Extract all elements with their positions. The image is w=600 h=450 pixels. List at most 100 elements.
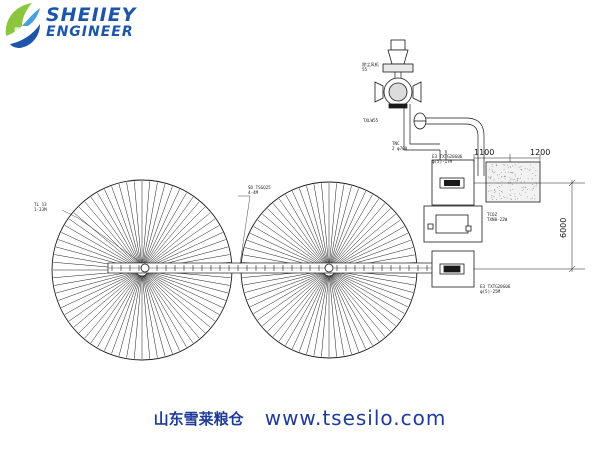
silo-left-spoke	[78, 274, 138, 334]
hatch-dot	[521, 173, 523, 175]
hatch-dot	[490, 176, 492, 178]
hatch-dot	[507, 164, 508, 166]
silo-right-spoke	[331, 275, 373, 346]
silo-right-spoke	[334, 271, 414, 293]
hatch-dot	[520, 177, 522, 179]
hatch-dot	[512, 172, 514, 173]
label-fan-motor: TXLW55	[363, 118, 379, 123]
hatch-dot	[508, 183, 510, 185]
dust-fan-top	[382, 39, 414, 73]
hatch-dot	[513, 178, 515, 180]
silo-right-spoke	[330, 275, 359, 352]
hatch-dot	[534, 198, 536, 200]
silo-left-spoke	[90, 196, 139, 266]
silo-left-spoke	[147, 270, 230, 286]
silo-right-spoke	[278, 274, 326, 342]
silo-right-spoke	[278, 198, 326, 266]
silo-left-spoke	[144, 192, 187, 265]
hatch-dot	[507, 171, 509, 173]
label-conveyor-top: E3 TXTG20G06	[432, 154, 463, 159]
silo-right-spoke	[299, 188, 328, 265]
silo-left-spoke	[73, 273, 138, 328]
hatch-dot	[524, 186, 526, 188]
silo-left-spoke	[142, 275, 151, 359]
silo-left-spoke	[144, 275, 187, 348]
label-box-mid-sub: TXN0-22W	[487, 217, 508, 222]
logo-mark: 雪莱	[5, 3, 40, 48]
hatch-dot	[510, 199, 512, 201]
hatch-dot	[510, 183, 512, 185]
hatch-dot	[524, 181, 526, 183]
label-box-mid: TCQZ	[487, 212, 498, 217]
dim-top-right: 1200	[530, 148, 550, 157]
hatch-dot	[501, 181, 503, 183]
hatch-dot	[487, 190, 489, 192]
hatch-dot	[514, 173, 516, 175]
silo-left-spoke	[133, 275, 142, 359]
silo-left-spoke	[147, 225, 220, 268]
dim-top-left: 1100	[474, 148, 494, 157]
hatch-dots	[487, 163, 538, 201]
hatch-dot	[535, 175, 537, 177]
hatch-dot	[521, 186, 523, 188]
silo-right-spoke	[333, 213, 396, 267]
hatch-dot	[510, 190, 512, 192]
brand-subtitle: ENGINEER	[46, 24, 134, 40]
silo-left-spoke	[145, 196, 194, 266]
silo-left-spoke	[145, 274, 200, 339]
company-name: 山东雪莱粮仓	[153, 409, 244, 428]
bottom-conveyor	[107, 262, 441, 274]
silo-left-spoke	[147, 272, 220, 315]
silo-left-spoke	[118, 275, 141, 357]
hatch-dot	[499, 193, 500, 195]
silo-right-spoke	[321, 275, 329, 357]
hatch-dot	[510, 179, 511, 181]
hatch-dot	[512, 188, 514, 190]
hatch-dot	[520, 169, 522, 170]
hatch-dot	[493, 195, 495, 197]
hatch-dot	[494, 189, 496, 190]
hatch-dot	[524, 168, 526, 170]
silo-left-spoke	[145, 274, 194, 344]
hatch-dot	[496, 199, 497, 200]
silo-left-spoke	[142, 181, 151, 265]
hatch-dot	[509, 171, 511, 173]
silo-left-spoke	[143, 275, 166, 357]
hatch-dot	[512, 165, 514, 167]
hatch-dot	[495, 164, 497, 166]
hatch-dot	[505, 176, 507, 178]
label-pipe-tag-sub: 2 φ700	[392, 146, 408, 151]
silo-right-spoke	[333, 274, 391, 332]
silo-right-spoke	[306, 185, 328, 265]
silo-right-spoke	[250, 233, 324, 268]
silo-left-spoke	[144, 275, 180, 351]
hatch-dot	[532, 173, 534, 174]
silo-left-spoke	[68, 218, 138, 267]
silo-right-spoke	[334, 271, 411, 300]
hatch-dot	[493, 172, 495, 174]
silo-left-spoke	[126, 275, 142, 358]
hatch-dot	[509, 166, 511, 168]
hatch-dot	[495, 191, 497, 193]
label-sweep-tag-sub: 4-4M	[248, 190, 259, 195]
label-fan-top: 除尘风机	[362, 61, 380, 68]
silo-right-spoke	[292, 191, 327, 265]
hatch-dot	[525, 191, 526, 193]
silo-right-spoke	[313, 184, 329, 265]
silo-right-spoke	[332, 274, 386, 337]
hatch-dot	[531, 178, 533, 180]
hatch-dot	[510, 194, 512, 196]
hatch-dot	[501, 184, 503, 186]
hatch-dot	[526, 196, 528, 198]
hatch-dot	[504, 175, 506, 177]
silo-left-spoke	[97, 192, 140, 265]
hatch-dot	[499, 186, 500, 188]
silo-right-spoke	[329, 184, 345, 265]
silo-left-spoke	[143, 275, 173, 354]
hatch-dot	[500, 197, 502, 199]
hatch-dot	[527, 189, 528, 190]
hatch-dot	[512, 179, 514, 181]
website-link[interactable]: www.tsesilo.com	[264, 406, 447, 430]
silo-right-spoke	[334, 270, 415, 286]
hatch-dot	[535, 185, 537, 187]
